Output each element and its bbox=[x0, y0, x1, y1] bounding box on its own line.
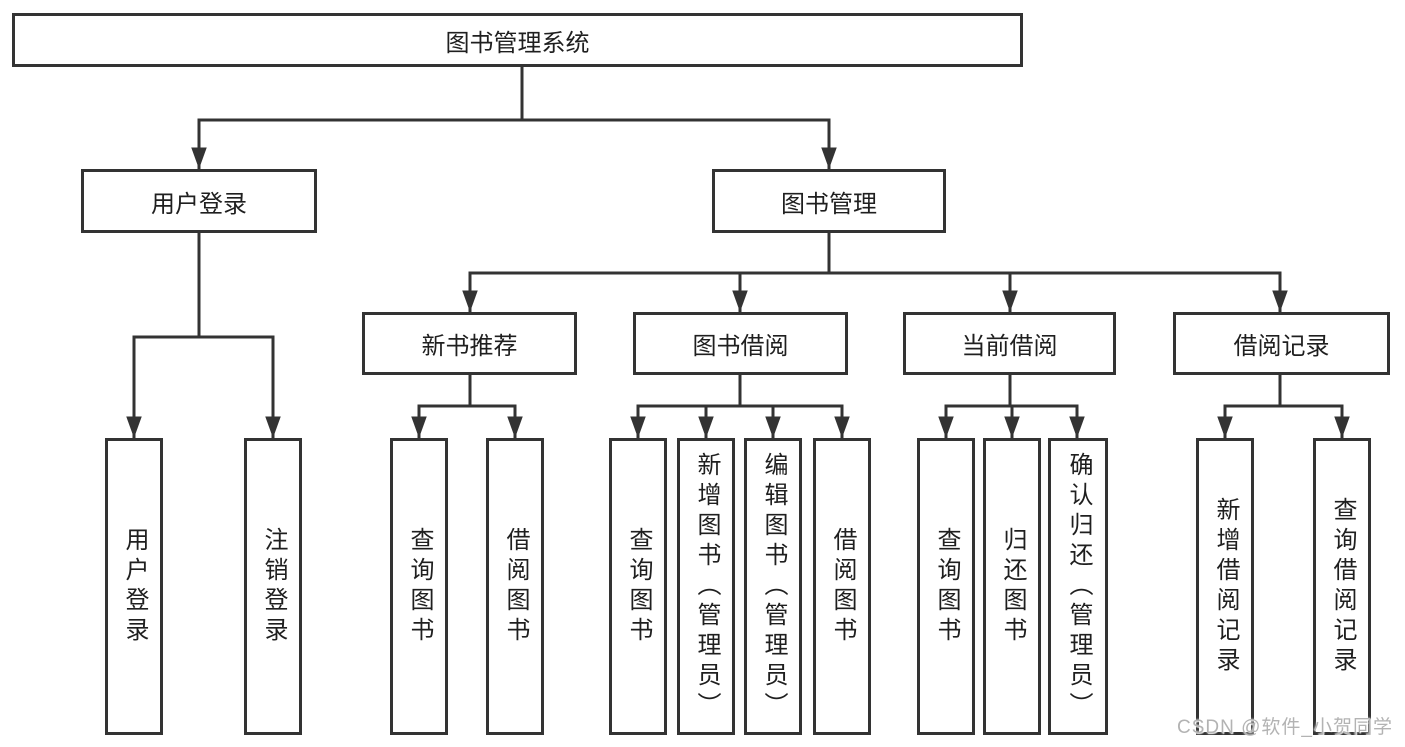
leaf-br-add-record: 新增借阅记录 bbox=[1196, 438, 1254, 735]
leaf-bb-borrow-book: 借阅图书 bbox=[813, 438, 871, 735]
leaf-user-login: 用户登录 bbox=[105, 438, 163, 735]
leaf-br-query-record: 查询借阅记录 bbox=[1313, 438, 1371, 735]
node-borrow-records: 借阅记录 bbox=[1173, 312, 1390, 375]
node-book-management: 图书管理 bbox=[712, 169, 946, 233]
leaf-bb-add-book-admin: 新增图书（管理员） bbox=[677, 438, 735, 735]
leaf-cb-confirm-return-admin: 确认归还（管理员） bbox=[1048, 438, 1108, 735]
node-book-borrow: 图书借阅 bbox=[633, 312, 848, 375]
leaf-bb-edit-book-admin: 编辑图书（管理员） bbox=[744, 438, 802, 735]
leaf-nbr-query-book: 查询图书 bbox=[390, 438, 448, 735]
leaf-nbr-borrow-book: 借阅图书 bbox=[486, 438, 544, 735]
node-root: 图书管理系统 bbox=[12, 13, 1023, 67]
csdn-watermark: CSDN @软件_小贺同学 bbox=[1177, 717, 1393, 738]
leaf-bb-query-book: 查询图书 bbox=[609, 438, 667, 735]
node-user-login: 用户登录 bbox=[81, 169, 317, 233]
node-current-borrow: 当前借阅 bbox=[903, 312, 1116, 375]
leaf-logout: 注销登录 bbox=[244, 438, 302, 735]
leaf-cb-return-book: 归还图书 bbox=[983, 438, 1041, 735]
node-new-book-recommend: 新书推荐 bbox=[362, 312, 577, 375]
leaf-cb-query-book: 查询图书 bbox=[917, 438, 975, 735]
